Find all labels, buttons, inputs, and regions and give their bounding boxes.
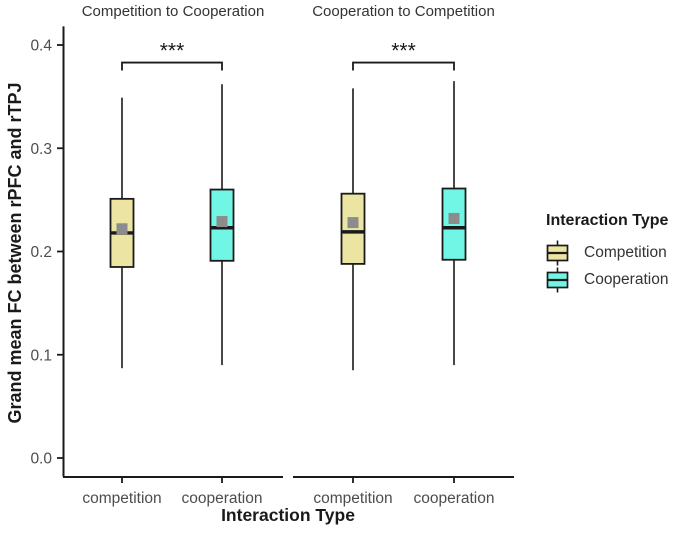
legend-item-label: Cooperation <box>584 271 669 288</box>
y-tick-label: 0.2 <box>30 244 52 261</box>
legend-title: Interaction Type <box>546 212 669 229</box>
box-competition <box>340 192 366 265</box>
mean-square <box>116 223 128 235</box>
x-tick-label: cooperation <box>413 490 494 507</box>
significance-bracket <box>121 61 223 71</box>
significance-stars: *** <box>160 40 185 63</box>
legend-item-label: Competition <box>584 244 667 261</box>
panel-title: Competition to Cooperation <box>82 3 265 20</box>
x-tick-label: cooperation <box>181 490 262 507</box>
significance-bracket <box>352 61 455 71</box>
panel-title: Cooperation to Competition <box>312 3 495 20</box>
boxplot-key-icon <box>546 267 569 293</box>
significance-stars: *** <box>391 40 416 63</box>
x-tick-label: competition <box>313 490 392 507</box>
x-tick-label: competition <box>82 490 161 507</box>
legend-item-cooperation: Cooperation <box>546 267 685 293</box>
x-axis-title: Interaction Type <box>221 505 355 525</box>
y-tick-label: 0.1 <box>30 347 52 364</box>
boxplot-key-icon <box>546 240 569 266</box>
mean-square <box>216 216 228 228</box>
mean-square <box>448 212 460 224</box>
y-axis-title: Grand mean FC between rPFC and rTPJ <box>5 82 25 424</box>
y-tick-label: 0.4 <box>30 38 52 55</box>
box-cooperation <box>441 187 467 261</box>
y-tick-label: 0.0 <box>30 451 52 468</box>
mean-square <box>347 217 359 229</box>
legend-item-competition: Competition <box>546 240 685 266</box>
y-tick-label: 0.3 <box>30 141 52 158</box>
